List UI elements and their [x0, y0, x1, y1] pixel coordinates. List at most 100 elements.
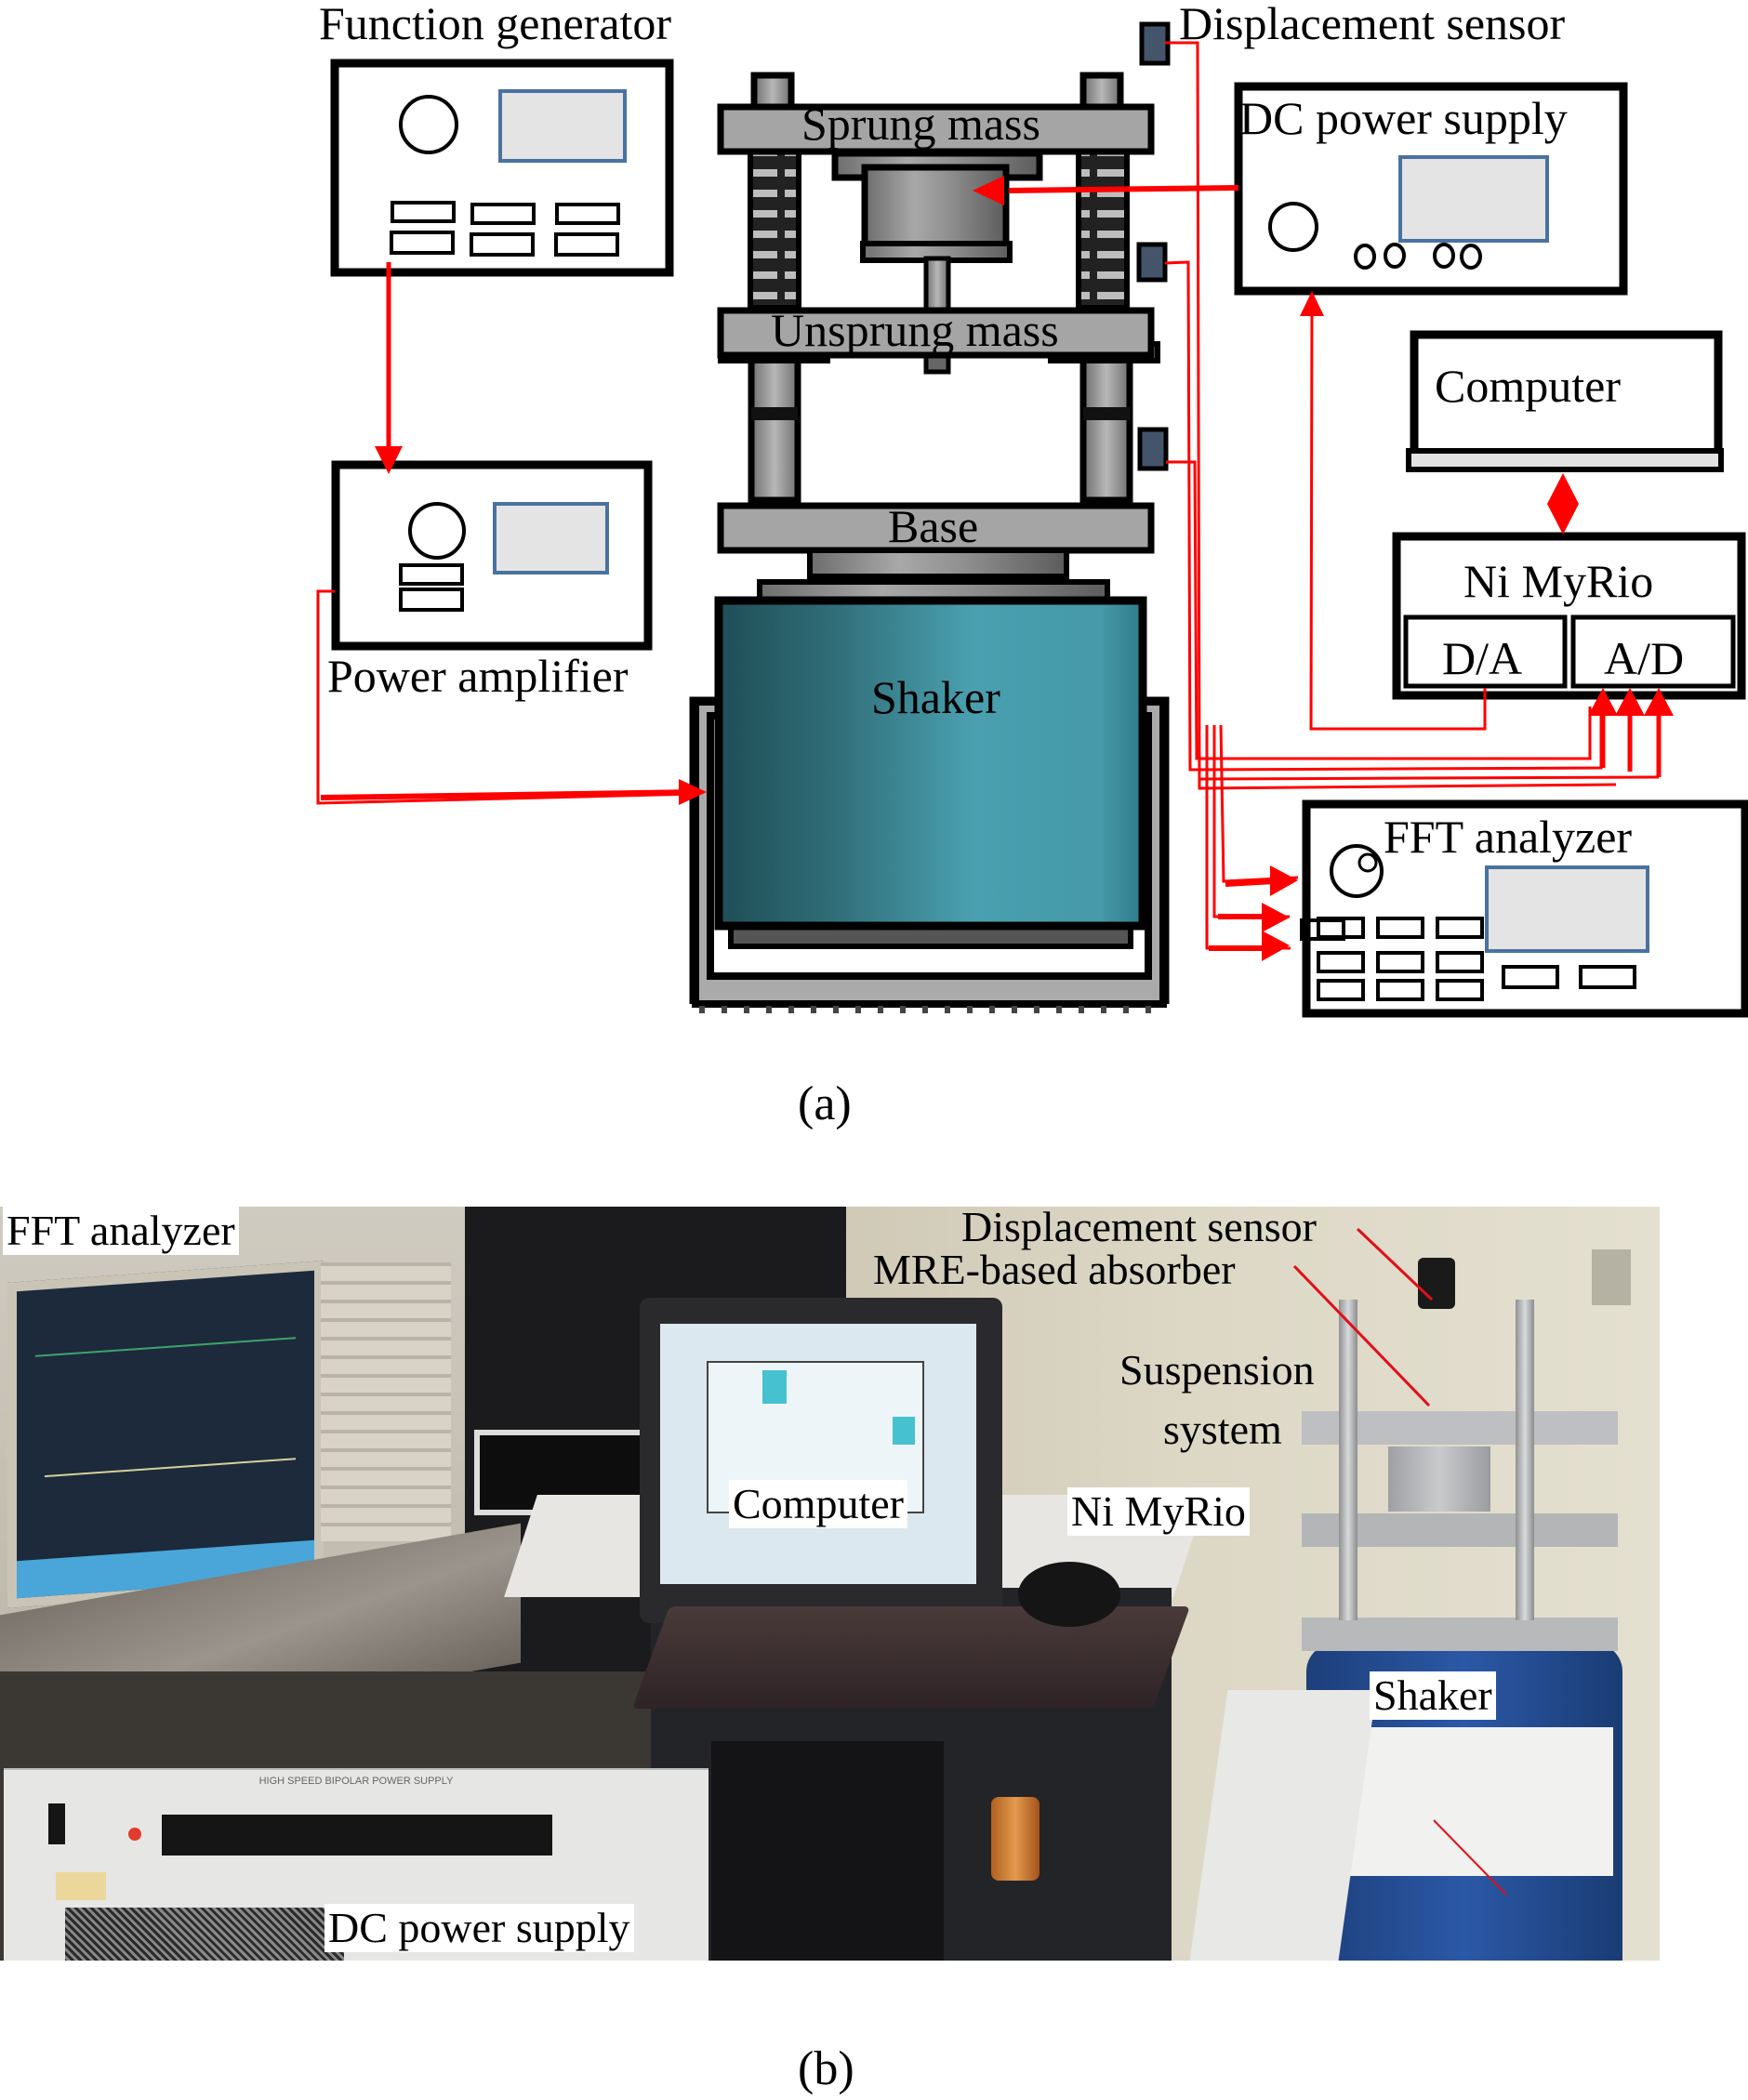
sensor-icon-1	[1139, 21, 1171, 66]
fft-key	[1317, 917, 1365, 939]
fft-analyzer	[1300, 799, 1748, 1018]
arrow-icon	[1262, 931, 1290, 961]
label-fft-analyzer: FFT analyzer	[1384, 811, 1633, 863]
photo-label-fft-analyzer: FFT analyzer	[3, 1207, 239, 1256]
label-sprung-mass: Sprung mass	[801, 98, 1040, 150]
frame-foot	[722, 1006, 727, 1013]
label-base: Base	[888, 500, 979, 552]
frame-foot	[945, 1006, 950, 1013]
sensor-icon-2	[1136, 242, 1168, 283]
bidirectional-link-icon	[1547, 473, 1579, 535]
photo-label-suspension-line2: system	[1163, 1406, 1282, 1453]
fft-key	[1376, 951, 1424, 973]
frame-foot	[989, 1006, 995, 1013]
ni-myrio-block	[1392, 532, 1746, 700]
arrow-icon	[1588, 688, 1618, 716]
dc-power-supply	[1234, 82, 1628, 296]
arrow-icon	[375, 446, 403, 474]
label-function-generator: Function generator	[319, 0, 672, 49]
schematic-diagram	[0, 0, 1748, 1032]
arrow-icon	[1262, 903, 1290, 932]
displacement-sensors	[1136, 21, 1171, 471]
frame-foot	[811, 1006, 816, 1013]
setup-photo: HIGH SPEED BIPOLAR POWER SUPPLY FFT anal…	[0, 1207, 1660, 1961]
photo-label-shaker: Shaker	[1370, 1671, 1496, 1721]
photo-label-computer: Computer	[729, 1480, 907, 1529]
photo-label-suspension-line1: Suspension	[1119, 1346, 1315, 1393]
signal-wires	[316, 41, 1662, 951]
caption-b: (b)	[798, 2042, 854, 2095]
frame-foot	[967, 1006, 973, 1013]
photo-rod-left	[1339, 1300, 1357, 1620]
photo-base-plate	[1302, 1618, 1618, 1651]
fft-key	[1436, 951, 1484, 973]
photo-displacement-sensor	[1418, 1258, 1455, 1309]
photo-label-dc-power-supply: DC power supply	[324, 1904, 634, 1953]
power-amplifier	[331, 460, 653, 651]
label-displacement-sensor: Displacement sensor	[1179, 0, 1566, 49]
photo-coil	[991, 1797, 1040, 1881]
caption-a: (a)	[798, 1077, 852, 1130]
shaker-assembly	[689, 596, 1170, 1008]
frame-foot	[833, 1006, 839, 1013]
photo-label-ni-myrio: Ni MyRio	[1067, 1487, 1250, 1537]
photo-laptop-screen	[660, 1324, 976, 1584]
frame-foot	[855, 1006, 861, 1013]
function-generator	[330, 59, 674, 277]
label-da: D/A	[1442, 632, 1523, 684]
arrow-icon	[1270, 865, 1298, 896]
psu-output-button[interactable]	[128, 1828, 141, 1841]
psu-power-switch[interactable]	[48, 1803, 65, 1844]
photo-label-mre-absorber: MRE-based absorber	[873, 1246, 1236, 1293]
label-dc-power-supply: DC power supply	[1239, 92, 1568, 144]
label-unsprung-mass: Unsprung mass	[771, 304, 1059, 356]
photo-wall-outlet	[1592, 1249, 1631, 1305]
photo-fft-keypad	[321, 1262, 451, 1541]
frame-foot	[878, 1006, 883, 1013]
photo-black-box	[711, 1741, 944, 1961]
fft-key	[1436, 917, 1484, 939]
label-power-amplifier: Power amplifier	[327, 650, 629, 702]
fft-key	[1376, 917, 1424, 939]
fft-key	[1317, 951, 1365, 973]
fft-key	[1436, 979, 1484, 1001]
shaker-feet	[699, 1006, 1151, 1013]
psu-display	[162, 1815, 552, 1856]
frame-foot	[1056, 1006, 1062, 1013]
computer-block	[1406, 330, 1724, 472]
frame-foot	[900, 1006, 906, 1013]
frame-foot	[788, 1006, 794, 1013]
frame-foot	[1034, 1006, 1040, 1013]
photo-rod-right	[1516, 1300, 1534, 1620]
frame-foot	[1012, 1006, 1017, 1013]
arrow-icon	[1615, 688, 1645, 716]
arrow-icon	[1300, 291, 1324, 316]
psu-vent-grille	[65, 1908, 344, 1961]
label-ad: A/D	[1604, 632, 1685, 684]
suspension-rig	[717, 72, 1160, 605]
psu-warning-label	[56, 1872, 106, 1900]
fft-key	[1502, 965, 1559, 989]
sensor-icon-3	[1137, 427, 1169, 471]
frame-foot	[744, 1006, 749, 1013]
photo-label-displacement-sensor: Displacement sensor	[961, 1207, 1317, 1250]
psu-panel-title: HIGH SPEED BIPOLAR POWER SUPPLY	[258, 1776, 454, 1787]
arrowheads	[375, 176, 1674, 961]
arrow-icon	[1644, 688, 1674, 716]
frame-foot	[1079, 1006, 1084, 1013]
photo-laptop	[640, 1298, 1002, 1623]
schematic-svg	[316, 21, 1748, 1018]
fft-key	[1376, 979, 1424, 1001]
fft-key	[1579, 965, 1636, 989]
annotation-lines	[1292, 1227, 1507, 1895]
frame-foot	[922, 1006, 928, 1013]
arrow-icon	[973, 176, 1004, 205]
label-shaker: Shaker	[871, 671, 1000, 723]
frame-foot	[699, 1006, 705, 1013]
photo-mouse	[1018, 1562, 1120, 1627]
frame-foot	[1145, 1006, 1151, 1013]
arrow-icon	[679, 779, 707, 805]
photo-mre-absorber	[1388, 1446, 1490, 1512]
frame-foot	[1123, 1006, 1129, 1013]
frame-foot	[1101, 1006, 1106, 1013]
